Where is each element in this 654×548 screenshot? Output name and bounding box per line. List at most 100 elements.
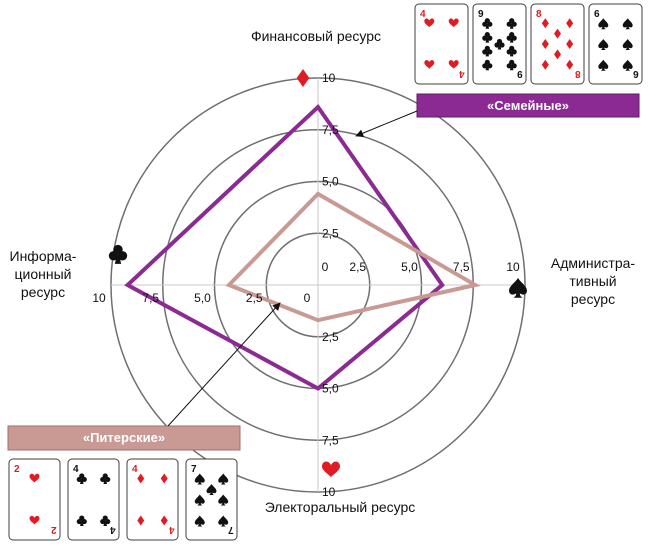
left-tick-label: 2,5 — [246, 291, 263, 305]
left-tick-label: 5,0 — [194, 291, 211, 305]
top-tick-label: 5,0 — [322, 175, 339, 189]
right-tick-label: 5,0 — [401, 260, 418, 274]
heart-pip-icon — [29, 515, 40, 525]
card-rank: 8 — [536, 9, 542, 20]
left-axis-title-line-2: ционный — [15, 266, 72, 282]
bottom-tick-label: 2,5 — [322, 330, 339, 344]
club-pip-icon — [494, 38, 505, 50]
club-pip-icon — [482, 59, 493, 71]
piter-series-line — [225, 191, 481, 323]
spade-pip-icon — [622, 59, 633, 71]
spade-pip-icon — [218, 494, 229, 506]
card-rank-inverted: 4 — [169, 524, 175, 535]
family-legend-box — [416, 93, 640, 118]
card-rank: 4 — [132, 464, 138, 475]
family-series-line — [124, 103, 445, 391]
club-pip-icon — [100, 515, 111, 527]
club-pip-icon — [506, 45, 517, 57]
diamond-pip-icon — [566, 18, 574, 29]
heart-icon — [322, 461, 340, 478]
top-tick-label: 2,5 — [322, 226, 339, 240]
club-pip-icon — [482, 32, 493, 43]
piter-connector-arrow — [167, 302, 281, 427]
club-pip-icon — [76, 515, 87, 527]
club-pip-icon — [506, 59, 517, 71]
spade-pip-icon — [622, 39, 633, 50]
card-rank: 6 — [594, 9, 600, 20]
heart-pip-icon — [424, 60, 435, 69]
card-rank: 2 — [14, 464, 20, 475]
spade-pip-icon — [598, 39, 609, 50]
top-tick-label: 7,5 — [322, 123, 339, 137]
family-card-4: 66 — [588, 3, 643, 85]
right-axis-title-line-2: тивный — [569, 273, 616, 289]
club-pip-icon — [482, 18, 493, 29]
diamond-icon — [296, 69, 310, 87]
right-axis-title-line-3: ресурс — [571, 291, 615, 307]
card-rank: 4 — [73, 464, 79, 475]
club-pip-icon — [100, 473, 111, 484]
family-connector-arrow — [355, 110, 418, 137]
spade-pip-icon — [598, 59, 609, 71]
family-legend-label: «Семейные» — [487, 98, 569, 113]
diamond-pip-icon — [137, 473, 145, 484]
left-tick-label: 7,5 — [142, 291, 159, 305]
spade-pip-icon — [206, 483, 217, 495]
diamond-pip-icon — [160, 473, 168, 484]
center-tick-label: 0 — [322, 260, 329, 274]
diamond-pip-icon — [137, 515, 145, 526]
right-tick-label: 10 — [506, 260, 520, 274]
bottom-tick-label: 10 — [322, 485, 336, 499]
piter-card-2: 44 — [67, 458, 120, 541]
card-rank: 4 — [420, 9, 426, 20]
heart-pip-icon — [448, 60, 459, 69]
card-rank-inverted: 8 — [575, 68, 581, 79]
bottom-tick-label: 7,5 — [322, 433, 339, 447]
diamond-pip-icon — [566, 59, 574, 70]
top-tick-label: 10 — [322, 71, 336, 85]
piter-legend-label: «Питерские» — [83, 430, 165, 445]
right-axis-title-line-1: Администра- — [551, 255, 635, 271]
club-pip-icon — [482, 45, 493, 57]
card-rank-inverted: 7 — [228, 524, 234, 535]
spade-pip-icon — [622, 18, 633, 30]
card-rank-inverted: 4 — [459, 68, 465, 79]
piter-card-1: 22 — [8, 458, 61, 541]
center-tick-label: 0 — [304, 291, 311, 305]
heart-pip-icon — [29, 473, 40, 483]
left-axis-title-line-3: ресурс — [21, 284, 65, 300]
club-pip-icon — [506, 32, 517, 43]
left-tick-label: 10 — [92, 291, 106, 305]
club-icon — [108, 244, 128, 264]
card-rank: 9 — [478, 9, 484, 20]
spade-icon — [509, 278, 527, 298]
diamond-pip-icon — [554, 28, 561, 39]
diamond-pip-icon — [554, 49, 561, 60]
bottom-axis-title: Электоральный ресурс — [265, 499, 416, 515]
heart-pip-icon — [448, 18, 459, 28]
diamond-pip-icon — [566, 39, 574, 49]
heart-pip-icon — [424, 18, 435, 28]
card-rank-inverted: 4 — [110, 524, 116, 535]
bottom-tick-label: 5,0 — [322, 382, 339, 396]
right-tick-label: 2,5 — [349, 260, 366, 274]
diamond-pip-icon — [541, 39, 549, 49]
spade-pip-icon — [194, 494, 205, 506]
club-pip-icon — [506, 18, 517, 29]
spade-pip-icon — [194, 473, 205, 485]
card-rank-inverted: 9 — [517, 68, 523, 79]
club-pip-icon — [76, 473, 87, 484]
piter-card-4: 77 — [185, 458, 238, 541]
card-rank-inverted: 6 — [633, 68, 639, 79]
card-rank-inverted: 2 — [51, 524, 57, 535]
top-axis-title: Финансовый ресурс — [251, 28, 381, 44]
diamond-pip-icon — [160, 515, 168, 526]
spade-pip-icon — [598, 18, 609, 30]
diamond-pip-icon — [541, 59, 549, 70]
piter-legend-box — [7, 425, 241, 451]
diamond-pip-icon — [541, 18, 549, 29]
spade-pip-icon — [218, 515, 229, 527]
family-card-1: 44 — [414, 3, 469, 85]
spade-pip-icon — [194, 515, 205, 527]
